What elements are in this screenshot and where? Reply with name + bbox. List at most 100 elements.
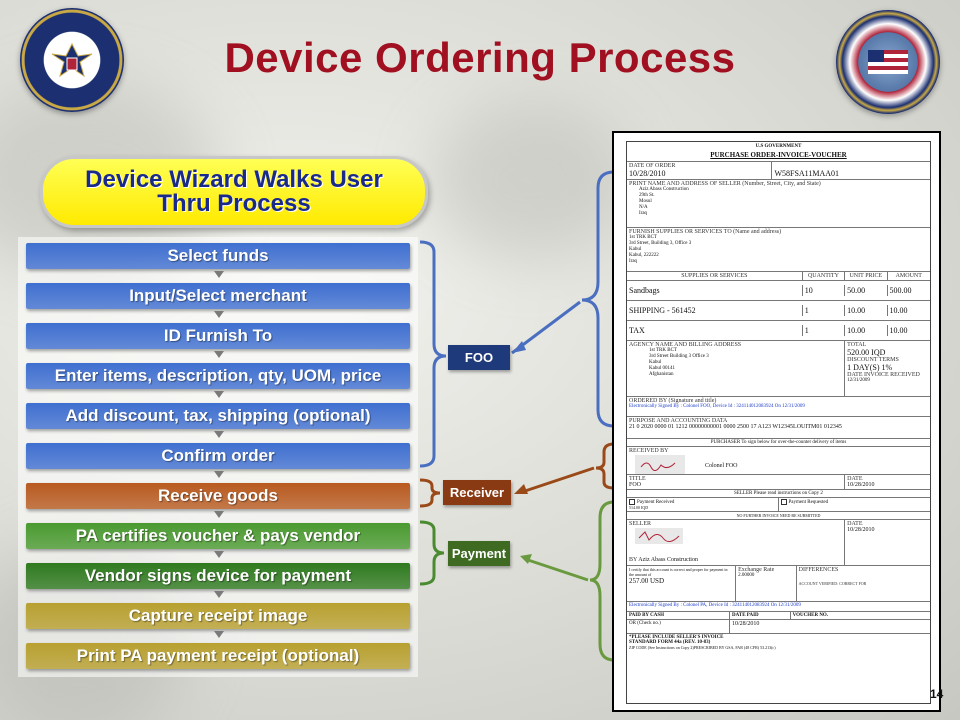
doc-form-title: PURCHASE ORDER-INVOICE-VOUCHER (627, 149, 930, 162)
item-qty: 1 (803, 325, 846, 336)
dod-seal-logo (20, 8, 124, 112)
doc-seller-line: Aziz Abass Construction (639, 187, 689, 192)
doc-agency-label: AGENCY NAME AND BILLING ADDRESS (629, 342, 742, 348)
doc-esig-1: Electronically Signed By : Colonel FOO, … (629, 404, 805, 409)
doc-date: 10/28/2010 (629, 169, 666, 178)
step-add-discount: Add discount, tax, shipping (optional) (26, 403, 410, 429)
doc-ordered-row: ORDERED BY (Signature and title) Electro… (627, 397, 930, 417)
doc-date3-label: DATE (847, 521, 863, 528)
doc-agency-line: Afghanistan (649, 372, 674, 377)
step-print-receipt: Print PA payment receipt (optional) (26, 643, 410, 669)
doc-seller-address: Aziz Abass Construction 29th St. Mosul N… (629, 187, 928, 217)
doc-agency-row: AGENCY NAME AND BILLING ADDRESS 1st TRK … (627, 341, 930, 397)
doc-include-text: *PLEASE INCLUDE SELLER'S INVOICE (629, 635, 724, 641)
doc-furnish-line: Kabul (629, 247, 642, 252)
doc-seller2-label: SELLER (629, 521, 651, 528)
item-unit-price: 10.00 (845, 305, 888, 316)
doc-certify-row: I certify that this account is correct a… (627, 566, 930, 603)
doc-exchange-label: Exchange Rate (738, 567, 775, 574)
doc-seller-line: 29th St. (639, 193, 655, 198)
document-frame: U.S GOVERNMENT PURCHASE ORDER-INVOICE-VO… (626, 141, 931, 704)
col-header: SUPPLIES OR SERVICES (627, 272, 803, 280)
doc-seller-row: PRINT NAME AND ADDRESS OF SELLER (Number… (627, 180, 930, 228)
doc-furnish-line: 3rd Street, Building 3, Office 3 (629, 241, 692, 246)
steps-panel: Select funds Input/Select merchant ID Fu… (18, 237, 418, 677)
step-receive-goods: Receive goods (26, 483, 410, 509)
step-id-furnish-to: ID Furnish To (26, 323, 410, 349)
table-row: Sandbags 10 50.00 500.00 (627, 281, 930, 301)
item-desc: SHIPPING - 561452 (627, 305, 803, 316)
foo-tag-label: FOO (464, 350, 494, 365)
item-amount: 500.00 (889, 286, 912, 295)
doc-foo-brace (581, 170, 615, 428)
doc-esig-2: Electronically Signed By : Colonel PA, D… (629, 603, 801, 609)
doc-account-label: ACCOUNT VERIFIED: CORRECT FOR (798, 581, 867, 587)
doc-gov: U.S GOVERNMENT (755, 144, 802, 149)
doc-furnish-row: FURNISH SUPPLIES OR SERVICES TO (Name an… (627, 228, 930, 272)
doc-voucher-no: VOUCHER NO. (792, 613, 829, 619)
doc-purchaser-text: PURCHASER To sign below for over-the-cou… (710, 440, 847, 445)
doc-ordered-label: ORDERED BY (Signature and title) (629, 398, 717, 404)
doc-date-paid: DATE PAID (730, 612, 791, 620)
banner-line-1: Device Wizard Walks User (85, 166, 383, 193)
table-row: SHIPPING - 561452 1 10.00 10.00 (627, 301, 930, 321)
item-desc: TAX (627, 325, 803, 336)
doc-esig2-row: Electronically Signed By : Colonel PA, D… (627, 602, 930, 613)
doc-agency-line: Kabul (649, 360, 662, 365)
doc-seller-line: Iraq (639, 211, 648, 216)
item-qty: 1 (803, 305, 846, 316)
doc-no-further-row: NO FURTHER INVOICE NEED BE SUBMITTED (627, 512, 930, 521)
doc-title-value: FOO (629, 482, 642, 488)
doc-furnish-label: FURNISH SUPPLIES OR SERVICES TO (Name an… (629, 229, 782, 235)
down-arrow-icon (214, 351, 224, 358)
item-unit-price: 10.00 (845, 325, 888, 336)
payment-tag: Payment (448, 541, 510, 566)
doc-discount: 1 DAY(S) 1% (847, 363, 893, 372)
doc-accounting: 21 0 2020 0000 01 1212 00000000001 0000 … (629, 424, 842, 430)
doc-seller2-row: SELLER BY Aziz Abass Construction DATE 1… (627, 520, 930, 567)
item-amount: 10.00 (889, 306, 908, 315)
payment-brace (419, 520, 445, 586)
step-enter-items: Enter items, description, qty, UOM, pric… (26, 363, 410, 389)
down-arrow-icon (214, 271, 224, 278)
purchase-order-document: U.S GOVERNMENT PURCHASE ORDER-INVOICE-VO… (612, 131, 941, 712)
doc-seller-label: PRINT NAME AND ADDRESS OF SELLER (Number… (629, 181, 821, 187)
down-arrow-icon (214, 511, 224, 518)
col-header: AMOUNT (895, 273, 922, 279)
step-pa-certifies: PA certifies voucher & pays vendor (26, 523, 410, 549)
doc-zip-text: ZIP CODE (See Instructions on Copy 2)PRE… (629, 645, 776, 651)
doc-date4: 10/28/2010 (732, 621, 760, 628)
doc-received-row: RECEIVED BY Colonel FOO (627, 447, 930, 475)
payment-received-checkbox (629, 499, 635, 505)
payment-received-label: Payment Received (637, 500, 675, 506)
doc-agency-line: 3rd Street Building 3 Office 3 (649, 354, 709, 359)
doc-accounting-row: PURPOSE AND ACCOUNTING DATA 21 0 2020 00… (627, 417, 930, 439)
payment-arrow (527, 558, 589, 582)
receiver-arrow (521, 466, 595, 494)
page-number: 14 (930, 687, 944, 701)
foo-tag: FOO (448, 345, 510, 370)
doc-furnish-line: 1st TRK BCT (629, 235, 657, 240)
item-qty: 10 (803, 285, 846, 296)
doc-paid-cash: PAID BY CASH (627, 612, 731, 620)
doc-purchaser-row: PURCHASER To sign below for over-the-cou… (627, 439, 930, 447)
doc-seller-line: N/A (639, 205, 648, 210)
doc-paid-row: PAID BY CASH DATE PAID VOUCHER NO. (627, 612, 930, 621)
item-desc: Sandbags (627, 285, 803, 296)
doc-accounting-label: PURPOSE AND ACCOUNTING DATA (629, 418, 728, 424)
arrowhead-icon (520, 554, 532, 564)
doc-seller-note-row: SELLER Please read instructions on Copy … (627, 490, 930, 498)
down-arrow-icon (214, 471, 224, 478)
doc-order-row: DATE OF ORDER 10/28/2010 W58FSA11MAA01 (627, 162, 930, 180)
vendor-signature-image (635, 528, 683, 545)
arrowhead-icon (512, 341, 526, 353)
doc-differences-label: DIFFERENCES (798, 567, 839, 574)
payment-requested-checkbox (780, 499, 787, 505)
doc-total-label: TOTAL (847, 342, 867, 348)
doc-payment-row: Payment Received 514.00 IQD Payment Requ… (627, 498, 930, 513)
step-input-merchant: Input/Select merchant (26, 283, 410, 309)
doc-furnish-line: Iraq (629, 259, 638, 264)
doc-footer: *PLEASE INCLUDE SELLER'S INVOICE STANDAR… (627, 634, 930, 651)
down-arrow-icon (214, 311, 224, 318)
